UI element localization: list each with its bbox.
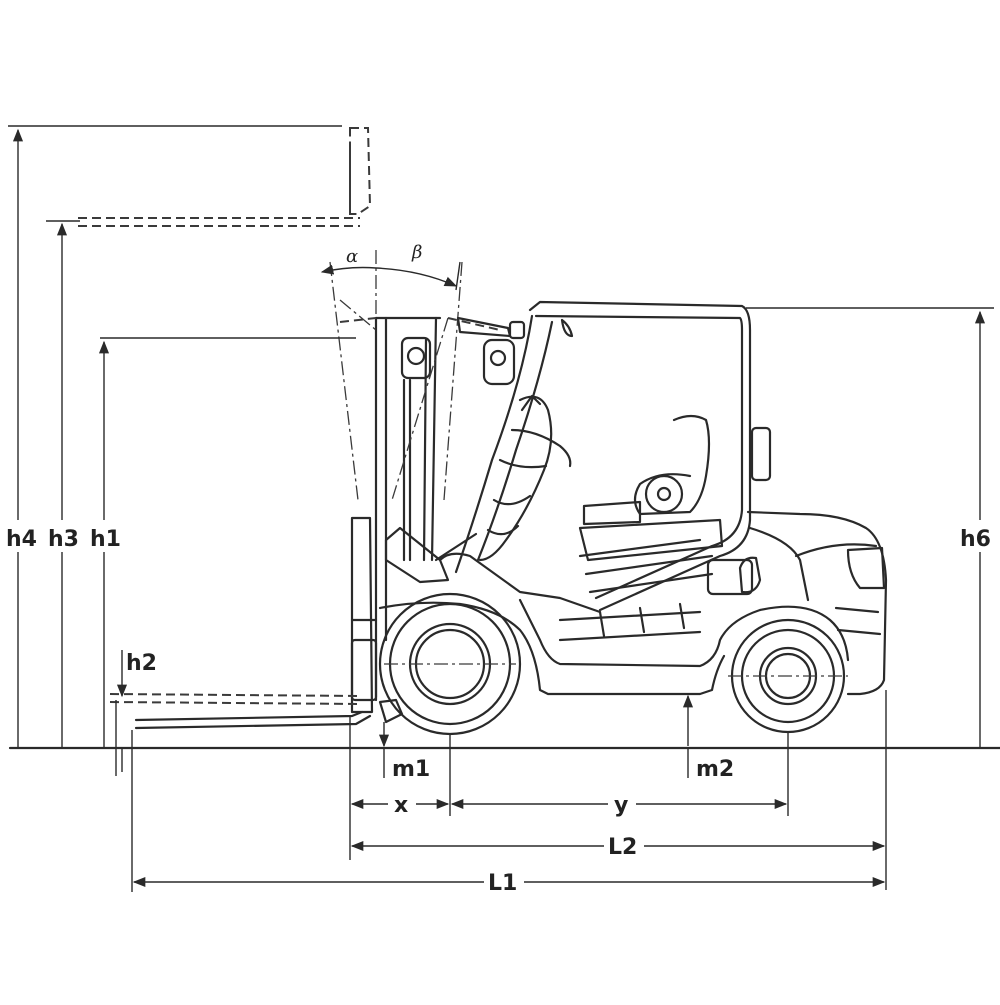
label-m2: m2 bbox=[696, 757, 734, 782]
label-h1: h1 bbox=[90, 527, 121, 552]
label-h6: h6 bbox=[960, 527, 991, 552]
tilt-cylinder bbox=[384, 526, 478, 584]
label-h4: h4 bbox=[6, 527, 37, 552]
vertical-dimensions: h4 h3 h1 h6 h2 bbox=[2, 128, 996, 772]
overhead-guard bbox=[454, 300, 772, 612]
label-h3: h3 bbox=[48, 527, 79, 552]
operator-seat bbox=[578, 414, 724, 562]
ground-clearance-dimensions: m1 m2 bbox=[378, 694, 734, 782]
extension-lines bbox=[100, 307, 994, 892]
forks-lowered bbox=[109, 516, 404, 730]
label-beta: β bbox=[411, 242, 422, 263]
angle-labels: α β bbox=[346, 242, 422, 267]
front-wheel bbox=[378, 592, 522, 736]
work-light bbox=[456, 316, 526, 386]
rear-wheel bbox=[728, 618, 848, 734]
label-L1: L1 bbox=[488, 871, 517, 896]
mast bbox=[374, 316, 442, 702]
label-m1: m1 bbox=[392, 757, 430, 782]
label-alpha: α bbox=[346, 246, 358, 267]
chassis bbox=[378, 510, 888, 696]
tilt-range bbox=[320, 250, 501, 501]
label-L2: L2 bbox=[608, 835, 637, 860]
raised-fork-outline bbox=[8, 125, 372, 227]
steering-column bbox=[478, 394, 572, 562]
label-h2: h2 bbox=[126, 651, 157, 676]
label-x: x bbox=[394, 793, 408, 818]
label-y: y bbox=[614, 793, 628, 818]
horizontal-dimensions: x y L2 L1 bbox=[132, 790, 886, 896]
